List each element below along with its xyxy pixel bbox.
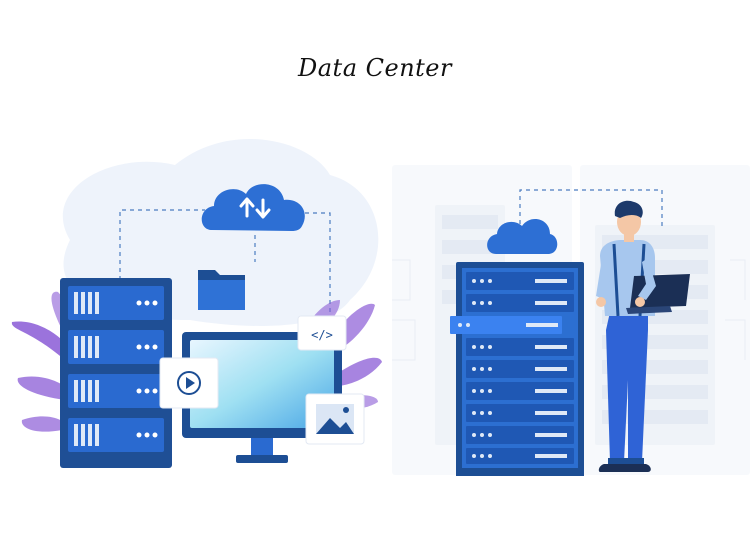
technician-figure [596,200,690,472]
monitor [182,332,342,463]
server-rack-left [60,278,172,468]
page-title: Data Center [298,54,452,82]
server-unit [68,286,164,320]
server-unit [68,330,164,364]
cloud-icon [487,219,558,254]
server-unit [68,418,164,452]
server-unit [68,374,164,408]
server-rack-right [450,262,584,476]
cloud-upload-download-icon [201,184,305,231]
image-icon [305,393,365,445]
play-icon [159,357,219,409]
pulled-server-unit [450,316,562,334]
code-icon: </> [297,315,347,351]
connector-lines-left [119,209,331,330]
connector-lines-right [519,189,663,232]
code-symbol-text: </> [311,328,333,342]
folder-icon [198,270,245,310]
